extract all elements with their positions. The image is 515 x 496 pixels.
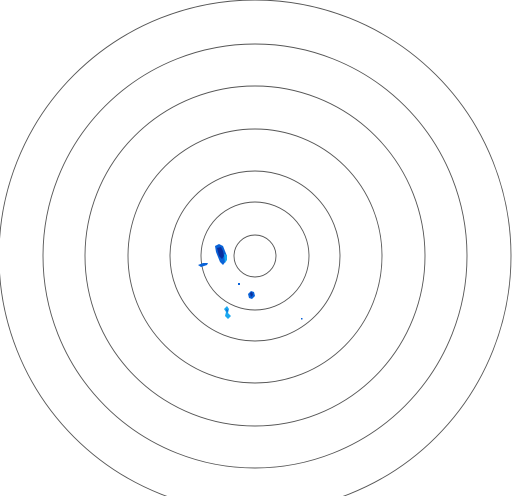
echo-speck [238, 283, 240, 285]
range-ring [233, 234, 277, 278]
echo-cell-core [217, 247, 224, 259]
range-ring [127, 128, 383, 384]
range-ring [84, 85, 426, 427]
range-ring [200, 201, 310, 311]
range-ring [169, 170, 341, 342]
echo-cell-core [250, 292, 253, 297]
echo-cell [224, 306, 231, 319]
echo-cell-edge [224, 254, 227, 263]
echo-speck [301, 318, 303, 320]
echo-cell [198, 263, 208, 267]
range-ring [42, 43, 468, 469]
echo-cell-core [226, 309, 228, 313]
precipitation-echoes [198, 244, 303, 320]
